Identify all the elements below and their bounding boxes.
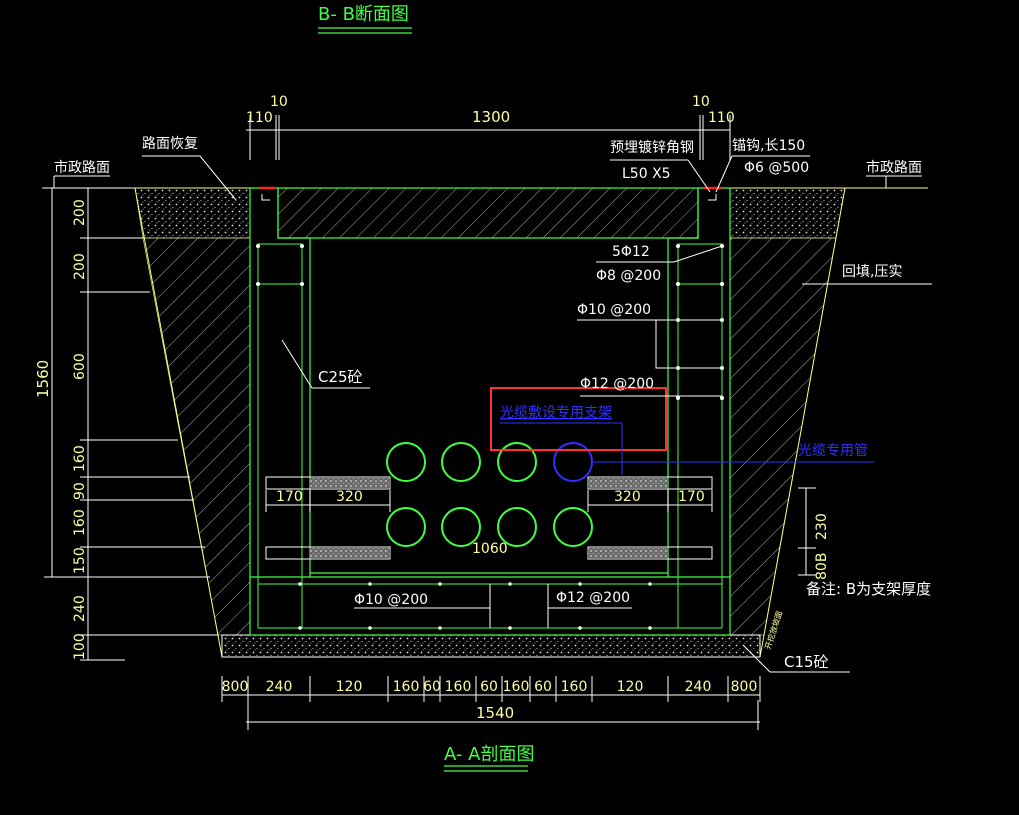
rebar-phi10-base-label: Φ10 @200 <box>354 592 428 608</box>
c15-label: C15砼 <box>784 653 829 671</box>
dim-right-230: 230 <box>814 513 830 540</box>
stirrup-phi8-label: Φ8 @200 <box>596 268 661 284</box>
dim-bottom-segment-12: 800 <box>731 679 758 695</box>
backfill-label: 回填,压实 <box>842 264 902 280</box>
dim-top-1300: 1300 <box>472 108 510 126</box>
stirrup-right-top <box>677 243 723 285</box>
angle-size-label: L50 X5 <box>622 166 671 182</box>
bracket-lower-left-grout <box>310 548 390 558</box>
anchor-spacing-label: Φ6 @500 <box>744 160 809 176</box>
dim-bracket-170-left: 170 <box>276 489 303 505</box>
pipe-lower-4 <box>553 507 593 547</box>
dim-top-110-right: 110 <box>708 110 735 126</box>
dim-bottom-segment-7: 160 <box>503 679 530 695</box>
pipe-lower-3 <box>497 507 537 547</box>
dim-left-600: 600 <box>72 353 88 380</box>
dim-bottom-segment-11: 240 <box>685 679 712 695</box>
rebar-phi12-base-label: Φ12 @200 <box>556 590 630 606</box>
dim-top-10-right: 10 <box>692 94 710 110</box>
road-repair-label: 路面恢复 <box>142 135 198 152</box>
angle-steel-right <box>708 194 717 201</box>
cable-bracket-label: 光缆敷设专用支架 <box>500 405 612 421</box>
dim-bottom-segment-4: 60 <box>423 679 441 695</box>
title-aa-section: A- A剖面图 <box>444 744 534 765</box>
c25-label: C25砼 <box>318 368 363 386</box>
rebar-5phi12-label: 5Φ12 <box>612 244 650 260</box>
road-repair-leader <box>142 155 237 201</box>
dim-left-200-a: 200 <box>72 199 88 226</box>
note-label: 备注: B为支架厚度 <box>806 580 931 598</box>
rebar-phi10-wall-leader-2 <box>655 320 722 369</box>
dim-left-total: 1560 <box>34 360 52 398</box>
dim-inner-1060: 1060 <box>472 541 508 557</box>
road-pavement-right <box>729 187 846 239</box>
dim-bottom-segment-8: 60 <box>534 679 552 695</box>
rebar-5phi12-leader <box>673 245 723 263</box>
dim-bottom-segment-1: 240 <box>266 679 293 695</box>
dim-left-100: 100 <box>72 633 88 660</box>
highlight-box <box>490 387 667 451</box>
dim-bottom-segment-0: 800 <box>222 679 249 695</box>
rebar-dots <box>256 244 724 630</box>
title-bb-section: B- B断面图 <box>318 4 409 25</box>
backfill-left <box>142 237 251 636</box>
cable-pipe-label: 光缆专用管 <box>798 443 868 459</box>
pipe-upper-1 <box>386 442 426 482</box>
dim-left-160-b: 160 <box>72 509 88 536</box>
angle-leader <box>687 159 711 193</box>
dim-bottom-total: 1540 <box>476 704 514 722</box>
dim-left-150: 150 <box>72 547 88 574</box>
bracket-dimension-lines <box>265 490 713 512</box>
bottom-dimension-ticks <box>221 676 761 702</box>
anchor-leader <box>715 155 733 193</box>
bracket-lower-right-grout <box>588 548 668 558</box>
stirrup-left-top <box>257 243 303 285</box>
anchor-hook-label: 锚钩,长150 <box>732 138 805 154</box>
pipe-lower-2 <box>441 507 481 547</box>
dim-left-240: 240 <box>72 595 88 622</box>
c25-leader <box>281 339 370 389</box>
dim-left-160-a: 160 <box>72 445 88 472</box>
dim-bracket-170-right: 170 <box>678 489 705 505</box>
pipe-upper-4-cable <box>553 442 593 482</box>
dim-bottom-segment-5: 160 <box>445 679 472 695</box>
bracket-upper-left-grout <box>310 478 390 488</box>
cover-slab <box>277 187 699 239</box>
dim-bracket-320-right: 320 <box>614 489 641 505</box>
dim-right-80b: 80B <box>814 553 830 580</box>
dim-bottom-segment-2: 120 <box>336 679 363 695</box>
left-dimension-lines <box>44 187 218 661</box>
rebar-phi10-wall-label: Φ10 @200 <box>577 302 651 318</box>
municipal-road-right-label: 市政路面 <box>866 159 922 176</box>
dim-left-90: 90 <box>72 482 88 500</box>
municipal-road-left-label: 市政路面 <box>54 159 110 176</box>
angle-steel-left <box>261 194 270 201</box>
cable-pipes <box>386 442 593 547</box>
c15-base-slab <box>221 634 761 658</box>
pipe-upper-3 <box>497 442 537 482</box>
dim-bottom-segment-10: 120 <box>617 679 644 695</box>
dim-bottom-segment-3: 160 <box>393 679 420 695</box>
rebar-phi12-wall-label: Φ12 @200 <box>580 376 654 392</box>
right-dimension-lines <box>798 487 816 576</box>
dim-top-110-left: 110 <box>246 110 273 126</box>
dim-bracket-320-left: 320 <box>336 489 363 505</box>
dim-left-200-b: 200 <box>72 253 88 280</box>
top-dimensions <box>246 115 731 160</box>
dim-top-10-left: 10 <box>270 94 288 110</box>
pipe-upper-2 <box>441 442 481 482</box>
dim-bottom-segment-9: 160 <box>561 679 588 695</box>
cable-bracket-leader <box>500 422 623 475</box>
pipe-lower-1 <box>386 507 426 547</box>
embedded-angle-label: 预埋镀锌角钢 <box>610 139 694 156</box>
dim-bottom-segment-6: 60 <box>480 679 498 695</box>
c15-leader <box>743 645 850 673</box>
bracket-upper-right-grout <box>588 478 668 488</box>
